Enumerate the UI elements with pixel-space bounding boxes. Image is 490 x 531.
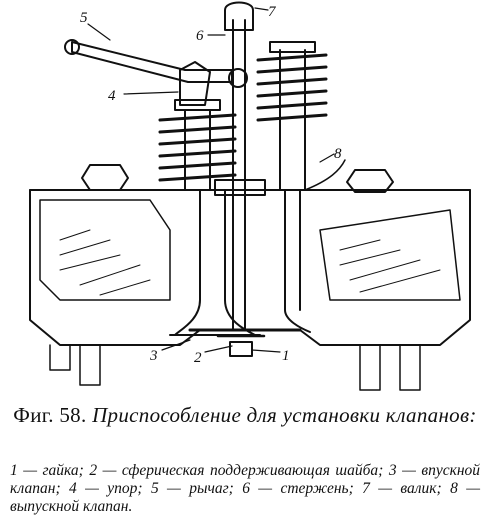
callout-8: 8 (334, 146, 342, 162)
lever (64, 39, 248, 88)
figure-caption: Фиг. 58. Приспособление для установки кл… (0, 403, 490, 428)
callout-7: 7 (268, 4, 277, 20)
legend-item: 5 — рычаг; (150, 480, 234, 497)
head-nut-left (81, 164, 129, 191)
callout-2: 2 (194, 350, 202, 366)
legend-item: 2 — сферическая поддерживающая шайба; (89, 462, 384, 479)
stop-bracket (179, 61, 211, 106)
cylinder-head-body (29, 189, 471, 391)
valve-fixture-drawing: 5 6 7 4 8 3 2 1 (29, 1, 471, 391)
legend-item: 4 — упор; (69, 480, 143, 497)
legend-item: 6 — стержень; (242, 480, 354, 497)
figure-title: Приспособление для установки клапанов: (92, 403, 477, 427)
callout-6: 6 (196, 28, 204, 44)
intake-valve (169, 189, 261, 336)
legend-item: 1 — гайка; (10, 462, 84, 479)
callout-3: 3 (149, 348, 158, 364)
central-rod (214, 1, 266, 331)
legend-item: 3 — впускной клапан; (10, 462, 481, 497)
figure-number: Фиг. 58. (13, 403, 87, 427)
legend-item: 7 — валик; (362, 480, 442, 497)
exhaust-valve (284, 189, 311, 333)
exhaust-valve-spring (256, 41, 346, 191)
figure-legend: 1 — гайка; 2 — сферическая поддерживающа… (10, 462, 480, 516)
callout-4: 4 (108, 88, 116, 104)
callout-1: 1 (282, 348, 290, 364)
callout-5: 5 (80, 10, 88, 26)
bottom-nut (216, 334, 266, 357)
head-nut-right (346, 169, 394, 193)
intake-valve-spring (158, 99, 237, 191)
legend-item: 8 — выпускной клапан. (10, 480, 481, 515)
